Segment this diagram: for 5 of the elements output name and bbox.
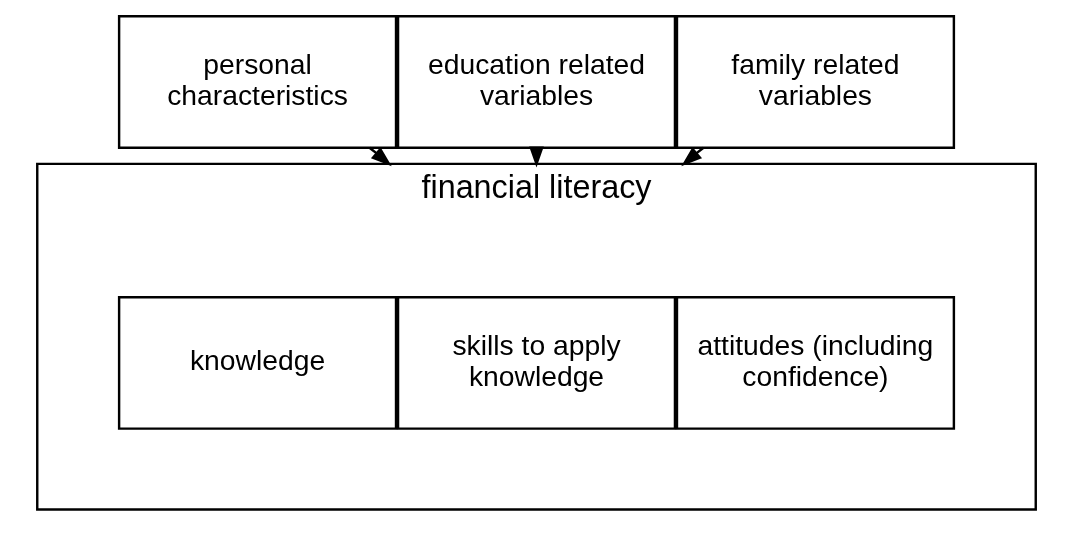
- node-box: knowledge: [117, 296, 398, 430]
- node-box: skills to apply knowledge: [396, 296, 677, 430]
- node-box: personal characteristics: [117, 15, 398, 149]
- node-box: family related variables: [675, 15, 956, 149]
- node-box: attitudes (including confidence): [675, 296, 956, 430]
